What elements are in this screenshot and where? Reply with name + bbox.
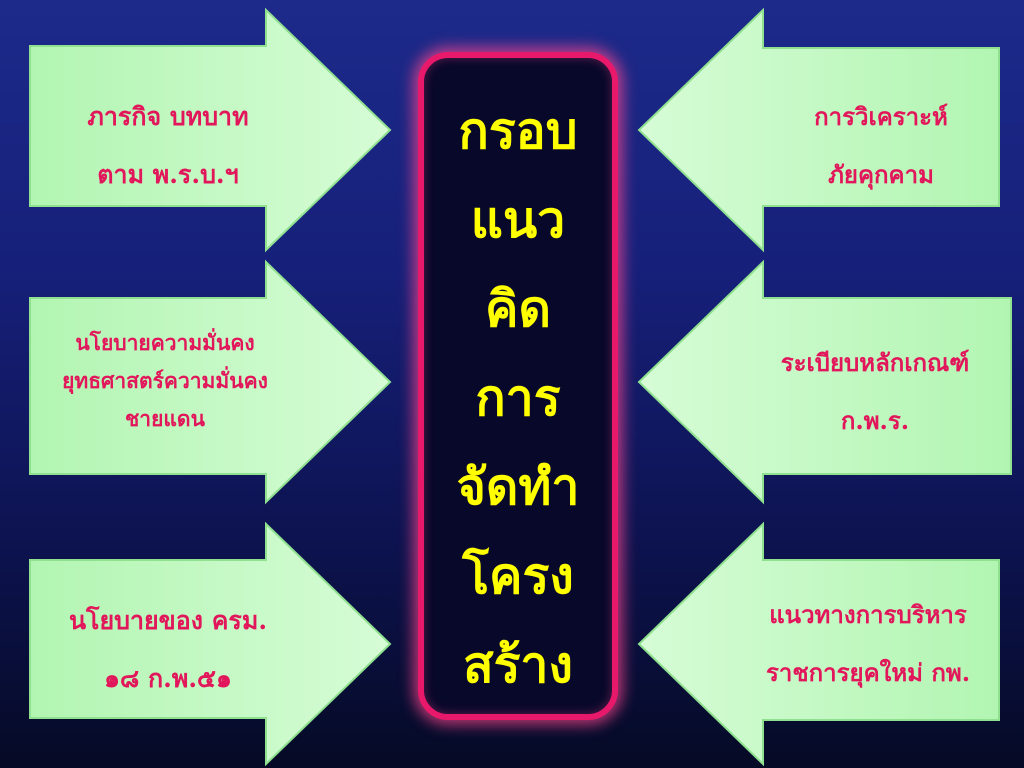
arrow-label-line: นโยบายความมั่นคง bbox=[75, 330, 255, 355]
arrow-label-line: ๑๘ ก.พ.๕๑ bbox=[104, 664, 232, 693]
arrow-label-line: ภัยคุกคาม bbox=[828, 160, 934, 189]
arrow-label-line: ภารกิจ บทบาท bbox=[87, 102, 249, 131]
arrow-label-line: การวิเคราะห์ bbox=[814, 102, 948, 131]
arrow-label-line: ก.พ.ร. bbox=[840, 406, 910, 435]
center-title-line: การ bbox=[475, 368, 561, 427]
center-title-line: สร้าง bbox=[463, 635, 573, 694]
right-arrow-shape bbox=[29, 7, 392, 253]
center-title-line: จัดทำ bbox=[456, 457, 580, 516]
left-arrow-shape bbox=[637, 521, 1000, 767]
right-arrow-modern-management: แนวทางการบริหาร ราชการยุคใหม่ กพ. bbox=[637, 521, 1017, 767]
center-title-line: แนว bbox=[470, 190, 566, 249]
arrow-label-line: ชายแดน bbox=[125, 406, 205, 431]
left-arrow-shape bbox=[637, 259, 1012, 505]
center-title-line: โครง bbox=[462, 546, 574, 605]
right-arrow-shape bbox=[29, 521, 392, 767]
center-title-line: กรอบ bbox=[458, 101, 578, 160]
center-framework-box: กรอบ แนว คิด การ จัดทำ โครง สร้าง bbox=[418, 52, 618, 720]
arrow-label-line: นโยบายของ ครม. bbox=[68, 606, 268, 635]
left-arrow-cabinet-policy: นโยบายของ ครม. ๑๘ ก.พ.๕๑ bbox=[29, 521, 410, 767]
arrow-label-line: ระเบียบหลักเกณฑ์ bbox=[780, 348, 970, 377]
center-title-line: คิด bbox=[485, 279, 551, 338]
arrow-label: ระเบียบหลักเกณฑ์ ก.พ.ร. bbox=[733, 334, 1017, 450]
arrow-label-line: ยุทธศาสตร์ความมั่นคง bbox=[62, 368, 268, 393]
arrow-label-line: แนวทางการบริหาร bbox=[769, 600, 967, 629]
arrow-label: นโยบายความมั่นคง ยุทธศาสตร์ความมั่นคง ชา… bbox=[30, 324, 300, 438]
center-title: กรอบ แนว คิด การ จัดทำ โครง สร้าง bbox=[424, 86, 612, 709]
arrow-label-line: ตาม พ.ร.บ.ฯ bbox=[97, 160, 239, 189]
left-arrow-security-policy: นโยบายความมั่นคง ยุทธศาสตร์ความมั่นคง ชา… bbox=[29, 259, 410, 505]
arrow-label: แนวทางการบริหาร ราชการยุคใหม่ กพ. bbox=[723, 586, 1013, 702]
right-arrow-shape bbox=[29, 259, 392, 505]
right-arrow-regulations: ระเบียบหลักเกณฑ์ ก.พ.ร. bbox=[637, 259, 1017, 505]
left-arrow-shape bbox=[637, 7, 1000, 253]
right-arrow-threat-analysis: การวิเคราะห์ ภัยคุกคาม bbox=[637, 7, 1017, 253]
arrow-label: การวิเคราะห์ ภัยคุกคาม bbox=[763, 88, 999, 204]
left-arrow-mission: ภารกิจ บทบาท ตาม พ.ร.บ.ฯ bbox=[29, 7, 410, 253]
arrow-label: ภารกิจ บทบาท ตาม พ.ร.บ.ฯ bbox=[30, 88, 306, 204]
arrow-label-line: ราชการยุคใหม่ กพ. bbox=[765, 658, 971, 687]
arrow-label: นโยบายของ ครม. ๑๘ ก.พ.๕๑ bbox=[30, 592, 306, 708]
